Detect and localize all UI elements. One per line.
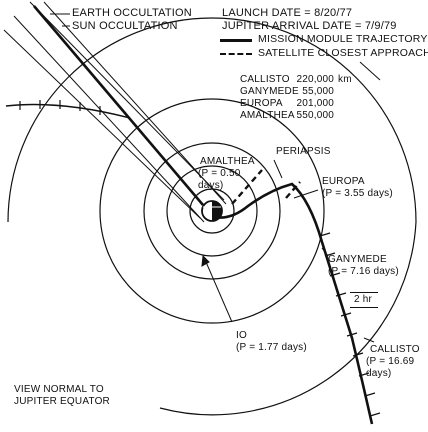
- sun-occultation-line-lower: [3, 29, 201, 219]
- legend-mission-trajectory: MISSION MODULE TRAJECTORY: [258, 33, 428, 45]
- time-tick: [329, 272, 341, 277]
- table-row-distance: 201,000: [296, 98, 334, 109]
- earth-occultation-line-lower: [13, 15, 205, 223]
- table-row-name: AMALTHEA: [240, 110, 295, 121]
- time-tick: [335, 292, 347, 297]
- table-row-unit: km: [338, 74, 352, 85]
- amalthea-closest-approach: [231, 169, 263, 205]
- view-note-line2: JUPITER EQUATOR: [14, 396, 110, 407]
- trajectory-inbound: [33, 5, 204, 206]
- time-tick: [358, 372, 370, 377]
- callisto-name: CALLISTO: [370, 344, 420, 355]
- time-tick: [319, 232, 331, 237]
- ganymede-orbit: [99, 98, 325, 324]
- amalthea-period: (P = 0.50: [198, 168, 241, 179]
- europa-period: (P = 3.55 days): [322, 188, 393, 199]
- legend-dashed-line-icon: [220, 53, 252, 55]
- table-row-name: EUROPA: [240, 98, 283, 109]
- time-tick: [369, 412, 381, 417]
- amalthea-name: AMALTHEA: [200, 156, 255, 167]
- time-tick: [340, 312, 352, 317]
- ganymede-leader: [321, 247, 329, 257]
- arrival-date: JUPITER ARRIVAL DATE = 7/9/79: [222, 20, 397, 32]
- callisto-period-days: days): [366, 368, 392, 379]
- time-tick: [364, 392, 376, 397]
- legend-callout-leader: [359, 61, 381, 81]
- io-leader: [205, 261, 233, 323]
- time-tick: [352, 352, 364, 357]
- table-row-name: CALLISTO: [240, 74, 290, 85]
- ganymede-period: (P = 7.16 days): [328, 266, 399, 277]
- europa-orbit: [143, 142, 281, 280]
- interval-bracket: [350, 292, 378, 308]
- periapsis-leader: [273, 159, 283, 179]
- legend-closest-approach: SATELLITE CLOSEST APPROACH: [258, 47, 428, 59]
- ganymede-name: GANYMEDE: [328, 254, 387, 265]
- table-row-distance: 550,000: [296, 110, 334, 121]
- sun-occultation-line-upper: [43, 1, 227, 205]
- io-orbit: [166, 165, 258, 257]
- amalthea-period-days: days): [198, 180, 224, 191]
- trajectory-outbound: [205, 182, 374, 425]
- europa-name: EUROPA: [322, 176, 365, 187]
- launch-date: LAUNCH DATE = 8/20/77: [222, 7, 353, 19]
- periapsis-label: PERIAPSIS: [276, 146, 331, 157]
- trajectory-early-arc: [5, 103, 131, 119]
- io-name: IO: [236, 330, 247, 341]
- jupiter-icon: [201, 200, 223, 222]
- io-period: (P = 1.77 days): [236, 342, 307, 353]
- table-row-distance: 55,000: [302, 86, 334, 97]
- earth-occultation-line-upper: [29, 1, 225, 201]
- view-note-line1: VIEW NORMAL TO: [14, 384, 104, 395]
- table-row-distance: 220,000: [296, 74, 334, 85]
- callisto-orbit: [7, 17, 417, 416]
- earth-occultation-label: EARTH OCCULTATION: [72, 7, 192, 19]
- interval-label: 2 hr: [354, 294, 373, 305]
- europa-closest-approach: [285, 181, 301, 199]
- io-arrow-icon: [201, 254, 210, 267]
- legend-solid-line-icon: [220, 39, 252, 42]
- europa-leader: [293, 189, 319, 199]
- callisto-period: (P = 16.69: [366, 356, 415, 367]
- table-row-name: GANYMEDE: [240, 86, 299, 97]
- callisto-leader: [363, 337, 375, 343]
- time-tick: [346, 332, 358, 337]
- time-tick: [324, 252, 336, 257]
- sun-occultation-label: SUN OCCULTATION: [72, 20, 178, 32]
